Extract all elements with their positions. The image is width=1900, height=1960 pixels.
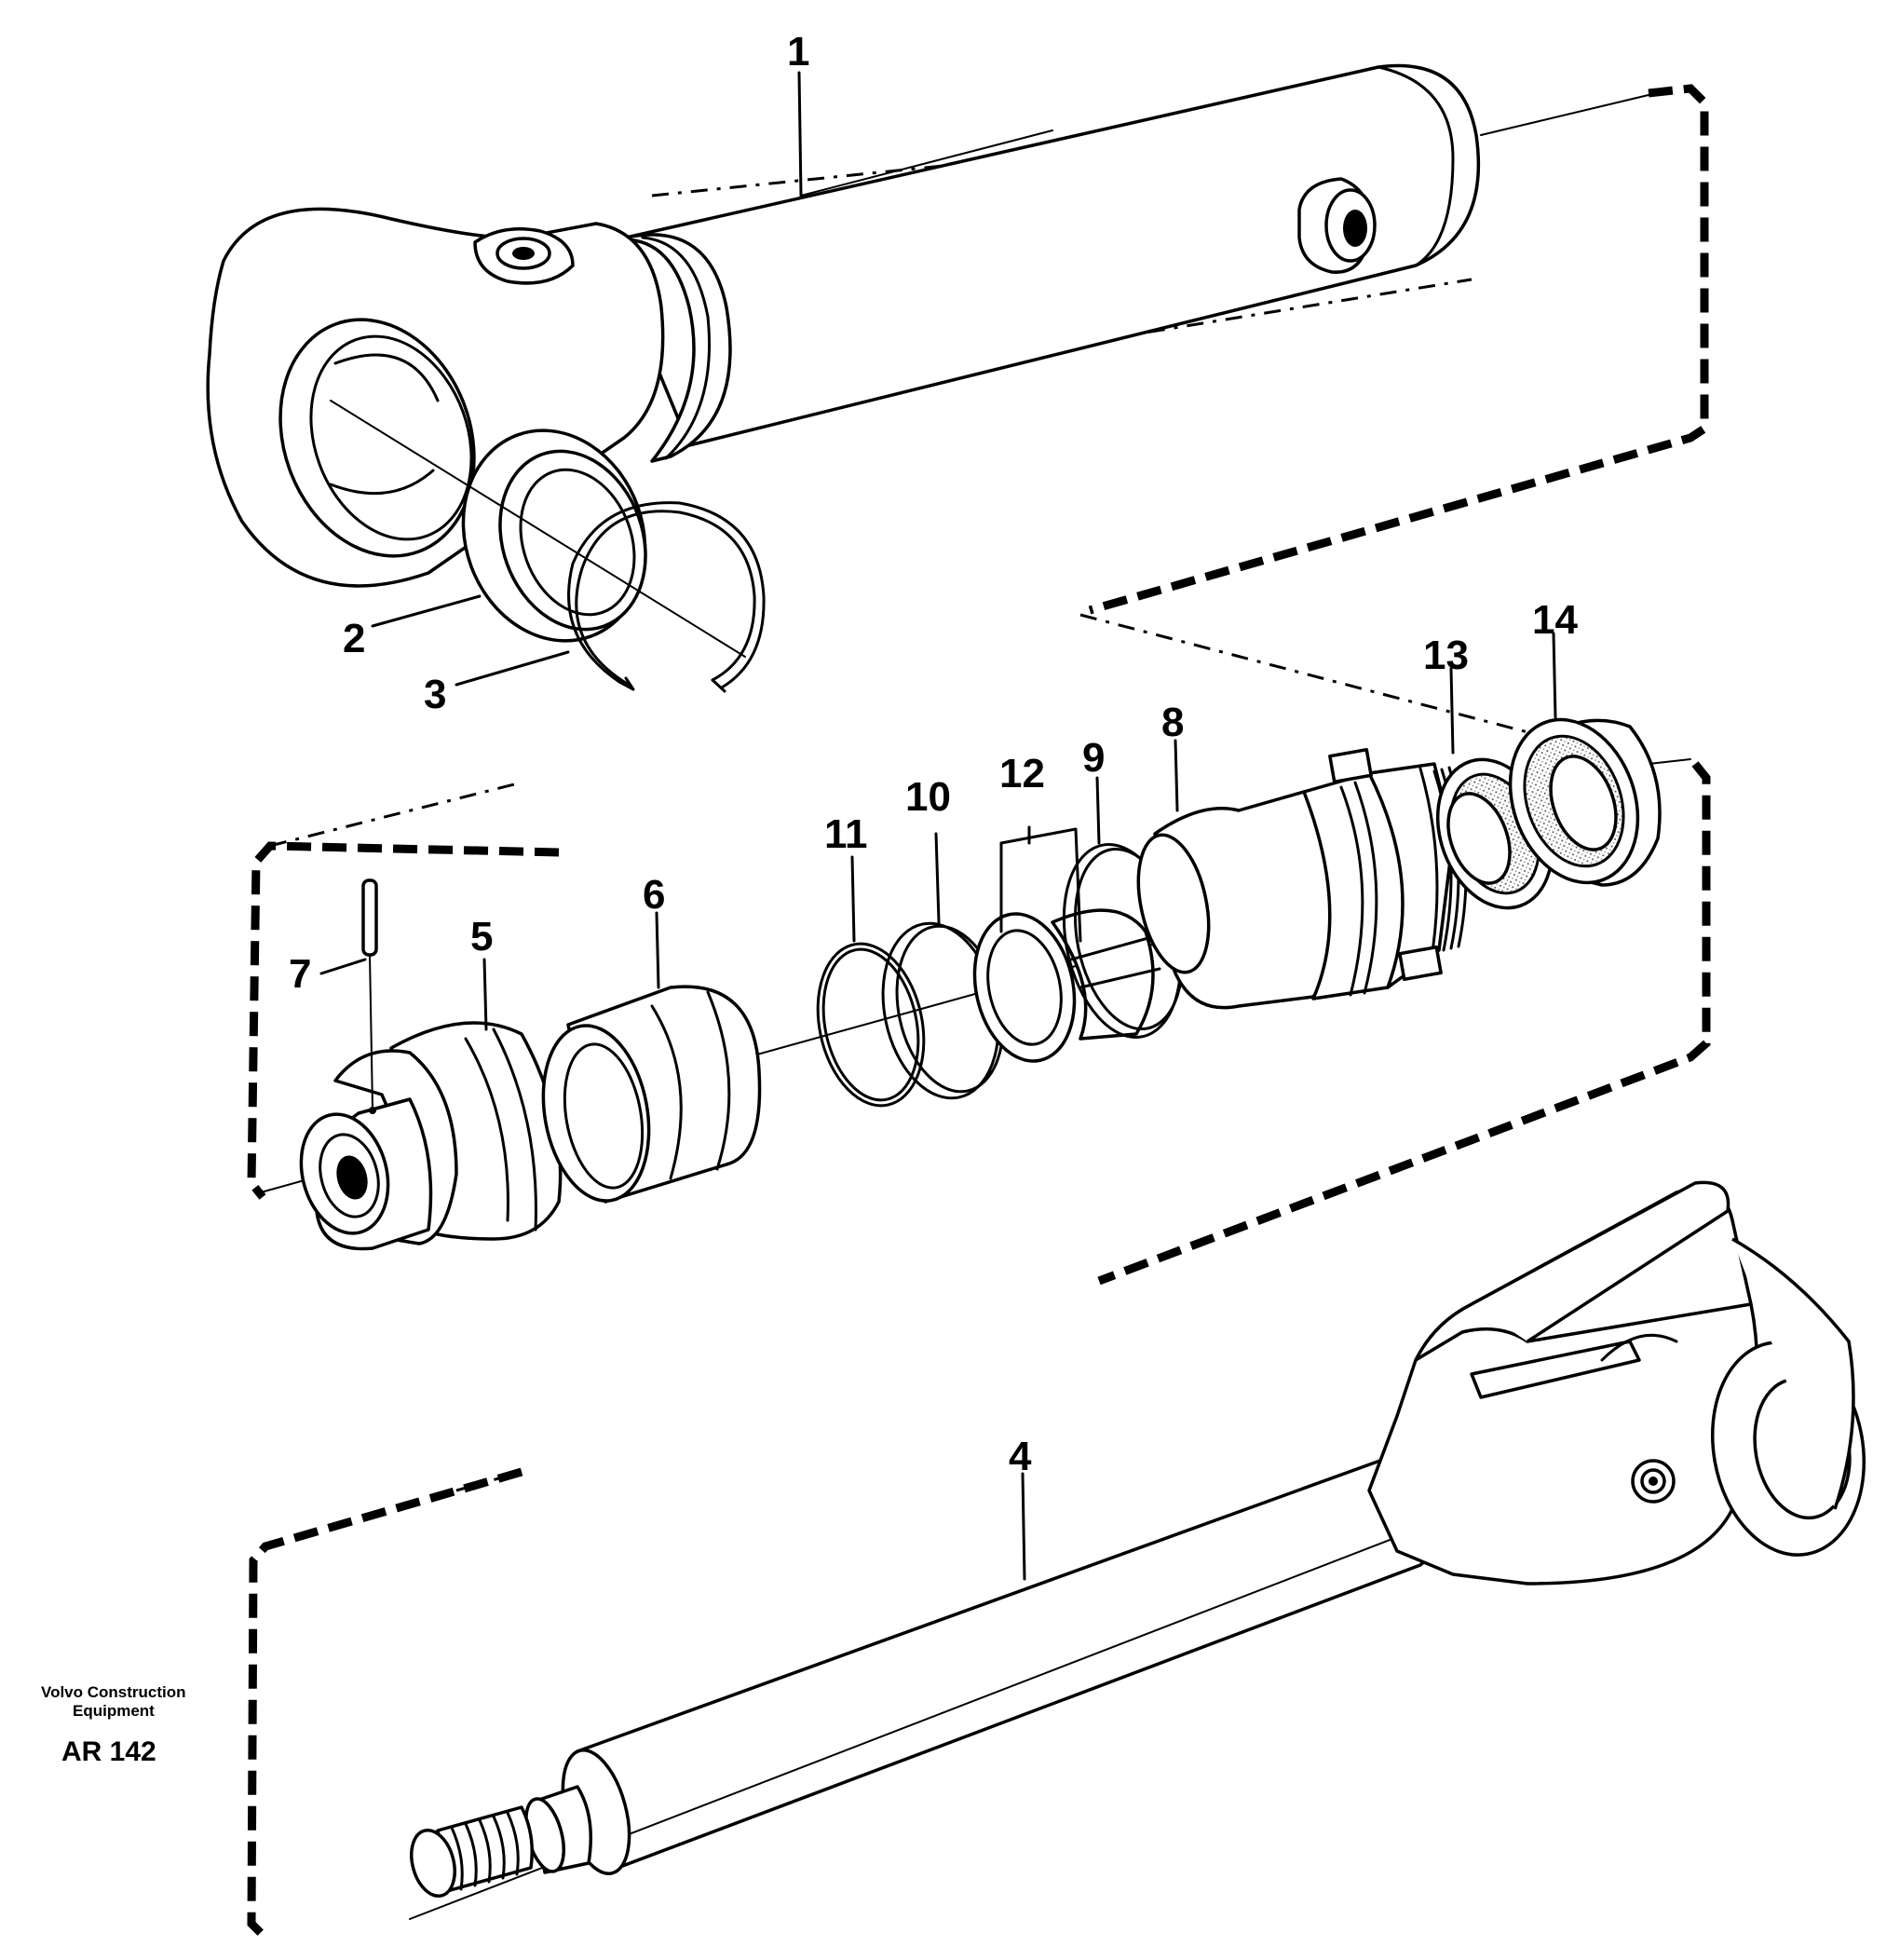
- callout-11: 11: [824, 811, 868, 857]
- lock-pin: [361, 878, 378, 1114]
- callout-1: 1: [787, 29, 809, 75]
- piston-rod: [409, 1180, 1866, 1920]
- callout-14: 14: [1532, 597, 1578, 643]
- callout-2: 2: [343, 616, 365, 661]
- callout-3: 3: [424, 672, 446, 717]
- callout-4: 4: [1009, 1434, 1032, 1479]
- callout-5: 5: [470, 914, 493, 960]
- circlip: [567, 501, 766, 693]
- guide-ring: [541, 985, 762, 1204]
- callout-7: 7: [289, 951, 311, 997]
- seal-kit: [972, 908, 1161, 1063]
- drawing-code: AR 142: [61, 1736, 156, 1767]
- piston-nut: [299, 1021, 563, 1251]
- callout-9: 9: [1082, 735, 1105, 781]
- o-ring: [816, 942, 926, 1108]
- seal-ring-14: [1508, 717, 1662, 887]
- callout-6: 6: [643, 872, 665, 918]
- callout-10: 10: [905, 774, 951, 820]
- callout-8: 8: [1161, 700, 1184, 745]
- callout-13: 13: [1423, 633, 1469, 678]
- piston: [1136, 747, 1468, 1010]
- spherical-bearing: [461, 429, 647, 643]
- brand-line-1: Volvo Construction: [41, 1683, 186, 1701]
- brand-line-2: Equipment: [73, 1702, 155, 1720]
- cylinder-tube: [206, 63, 1709, 615]
- callout-12: 12: [999, 751, 1045, 796]
